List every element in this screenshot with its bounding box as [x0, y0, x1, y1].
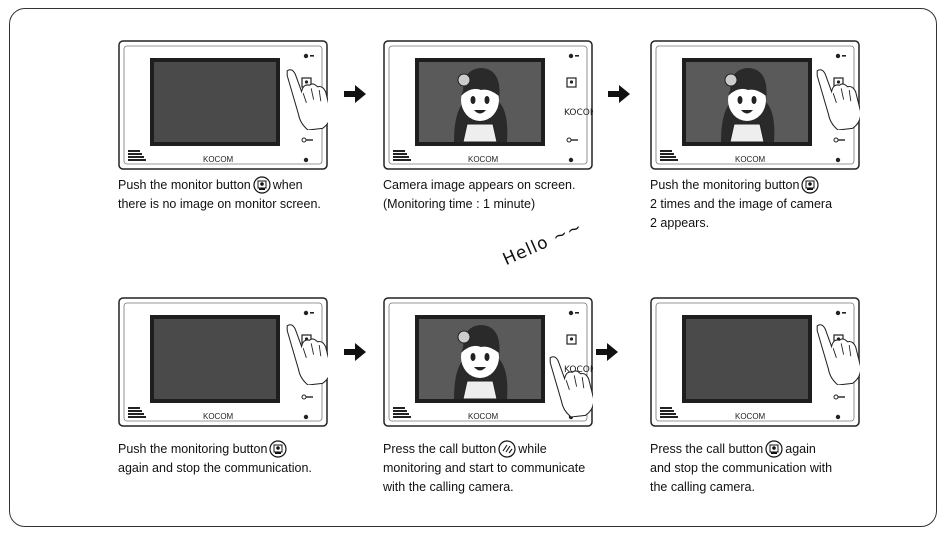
- camera-image: [419, 319, 541, 399]
- camera-image: [686, 62, 808, 142]
- monitor-button-icon: [801, 176, 819, 194]
- camera-image: [419, 62, 541, 142]
- monitor-button-icon: [269, 440, 287, 458]
- monitor-illustration-3: [650, 40, 860, 170]
- step-4-caption: Push the monitoring button again and sto…: [118, 440, 312, 475]
- monitor-illustration-4: [118, 297, 328, 427]
- manual-frame: [9, 8, 937, 527]
- monitor-button-icon: [765, 440, 783, 458]
- arrow-right-icon: [344, 85, 366, 103]
- monitor-button-icon: [253, 176, 271, 194]
- arrow-right-icon: [608, 85, 630, 103]
- monitor-illustration-6: [650, 297, 860, 427]
- monitor-illustration-2: [383, 40, 593, 170]
- call-button-icon: [498, 440, 516, 458]
- step-2-caption: Camera image appears on screen. (Monitor…: [383, 178, 576, 211]
- step-3-caption: Push the monitoring button 2 times and t…: [650, 176, 833, 230]
- arrow-right-icon: [596, 343, 618, 361]
- monitor-illustration-1: [118, 40, 328, 170]
- monitor-illustration-5: [383, 297, 593, 427]
- arrow-right-icon: [344, 343, 366, 361]
